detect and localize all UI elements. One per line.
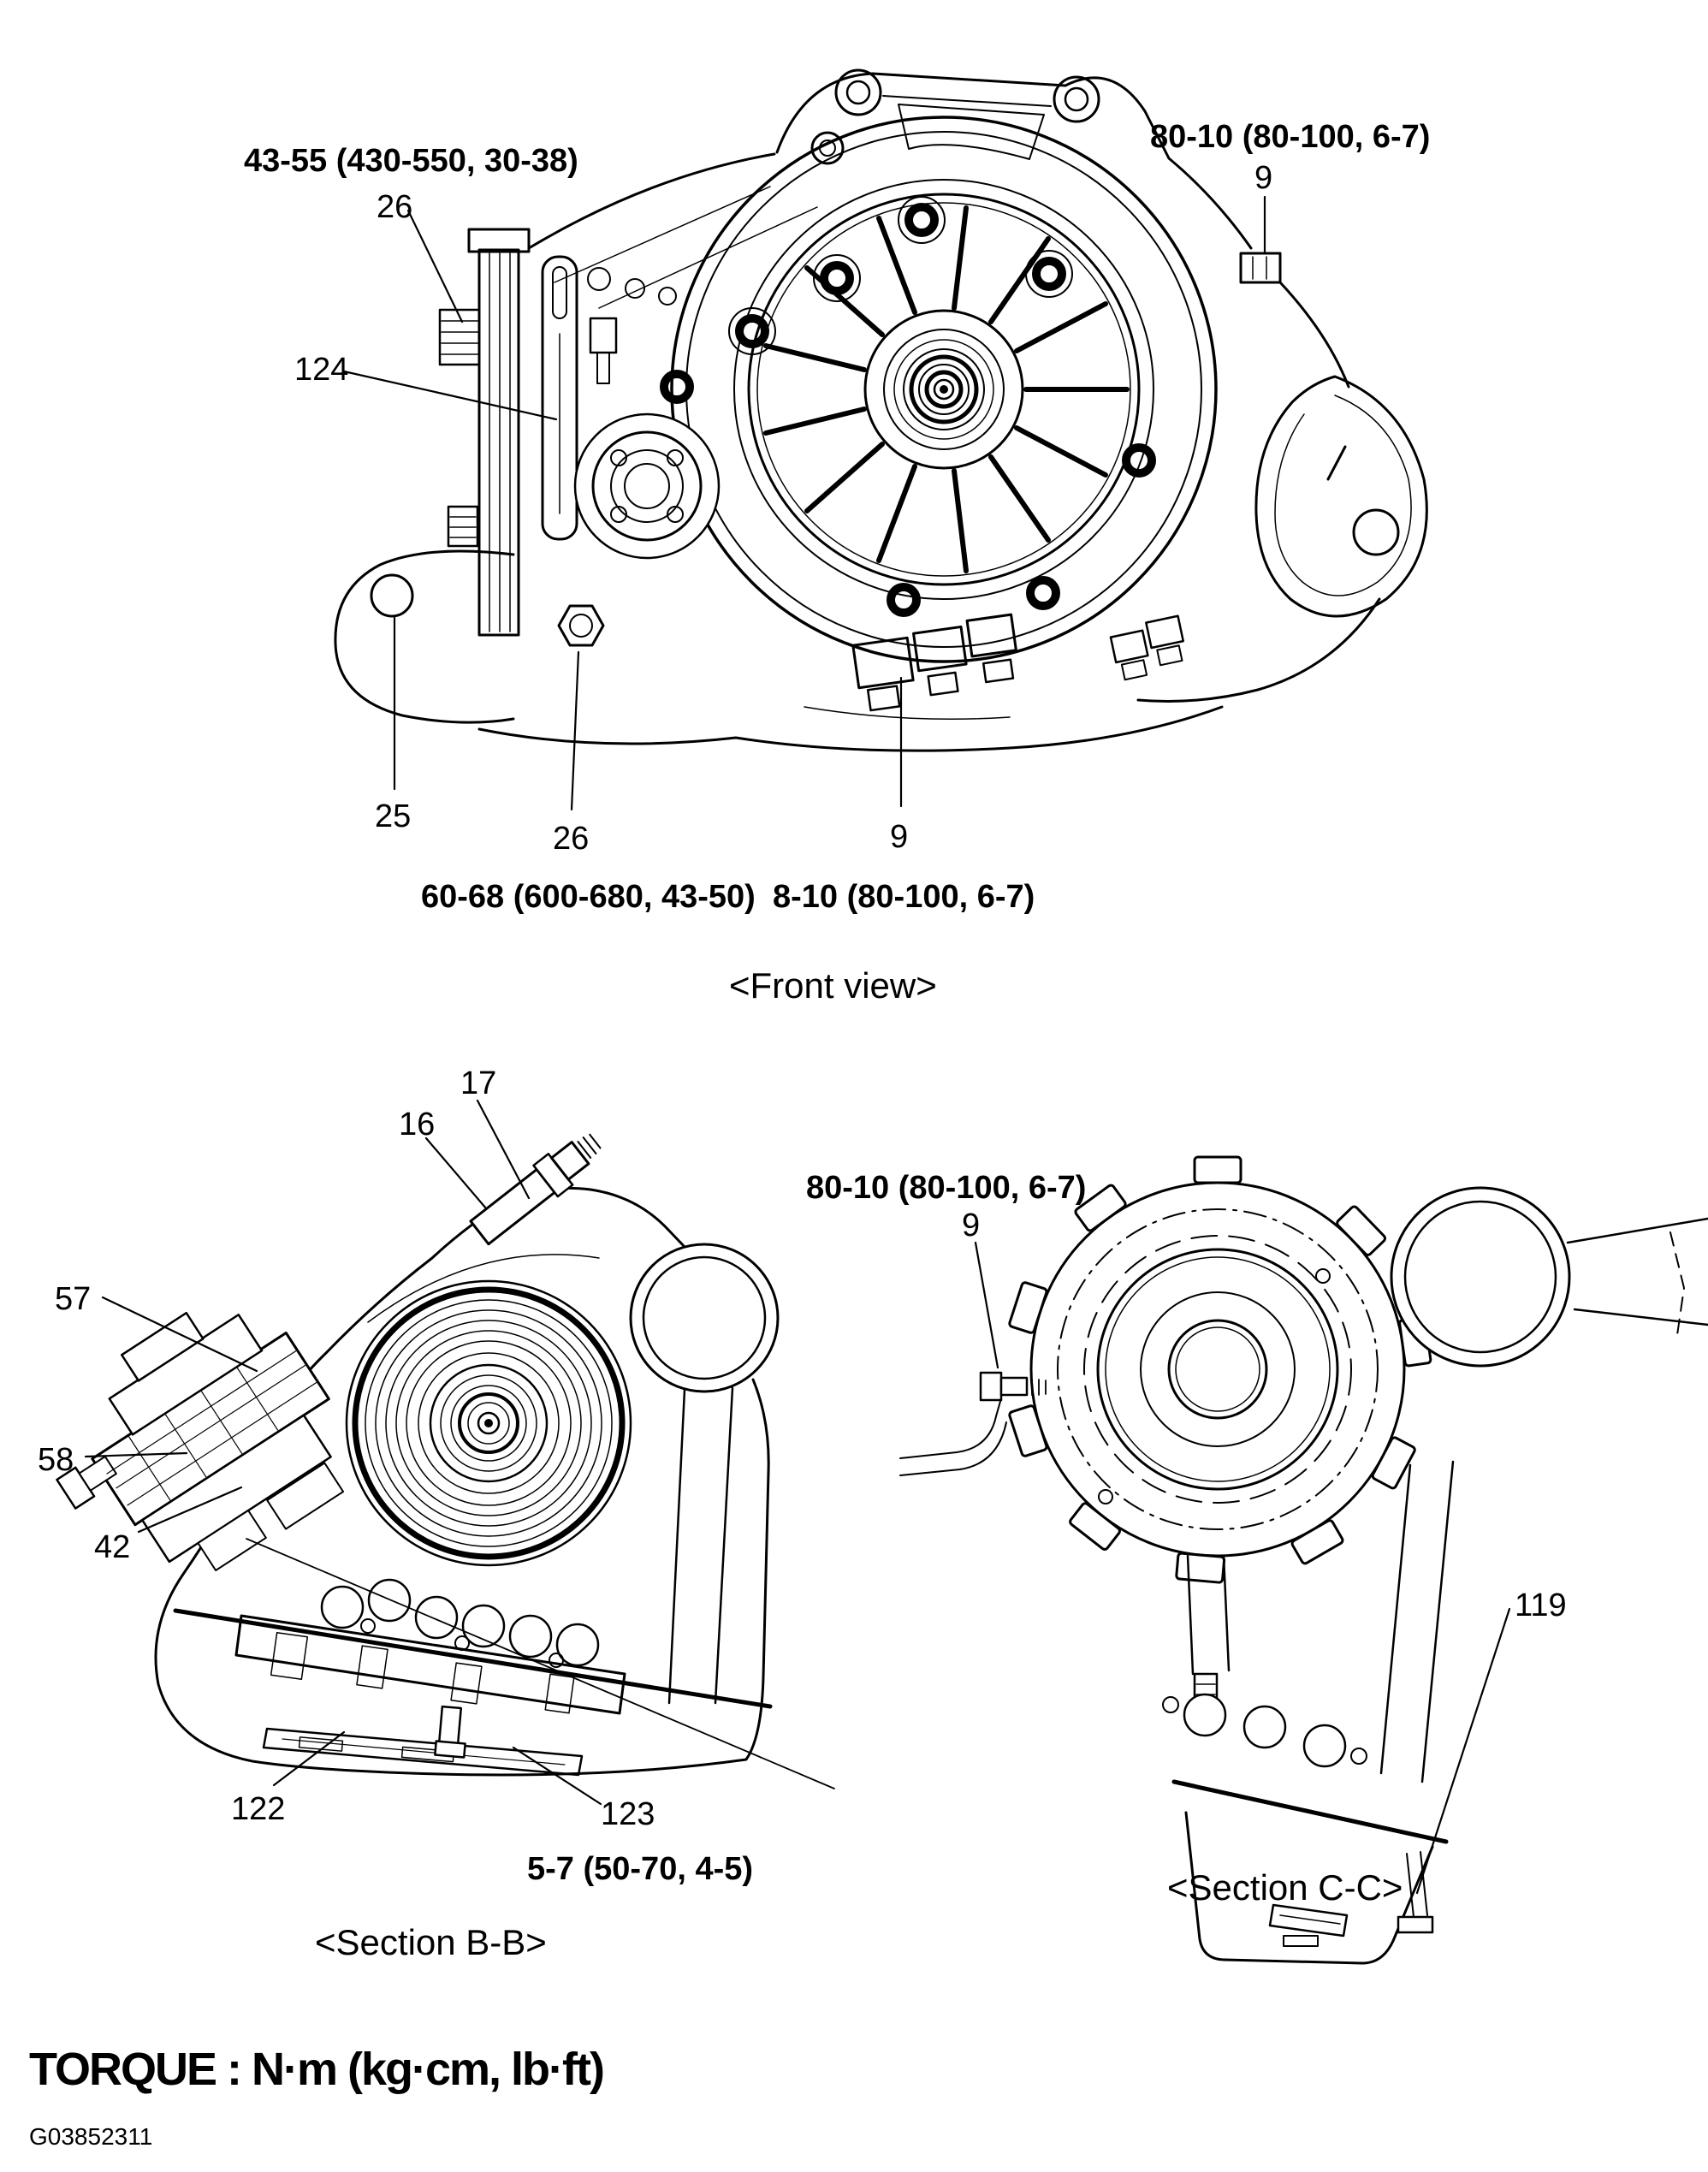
- ref-number-124: 124: [294, 352, 348, 388]
- ref-number-42: 42: [94, 1529, 130, 1565]
- ref-number-9-top: 9: [1254, 160, 1272, 196]
- bell-housing: [670, 116, 1218, 663]
- ref-number-119: 119: [1515, 1587, 1567, 1623]
- foot-hole-25: [370, 573, 414, 618]
- axle-ring: [1390, 1186, 1708, 1368]
- ref-number-17: 17: [460, 1065, 496, 1101]
- torque-callout-cc-bolt: 80-10 (80-100, 6-7): [806, 1170, 1086, 1206]
- torque-units-note: TORQUE : N·m (kg·cm, lb·ft): [29, 2044, 603, 2095]
- damper-rod: [541, 255, 578, 541]
- ref-number-58: 58: [38, 1442, 74, 1478]
- ref-number-9-cc: 9: [962, 1208, 980, 1243]
- section-cc-drawing: [899, 1155, 1708, 1965]
- valve-body-bb: [234, 1578, 626, 1715]
- converter-hub: [863, 309, 1024, 470]
- top-mount-bridge: [775, 68, 1171, 165]
- flange-bolt-icons: [660, 196, 1156, 617]
- case-bottom-line: [477, 705, 1224, 752]
- torque-converter-spokes: [763, 205, 1130, 573]
- front-view-drawing: [334, 68, 1428, 811]
- torque-callout-mount-bolt: 60-68 (600-680, 43-50): [421, 879, 756, 915]
- mount-stud-26-top-icon: [438, 308, 481, 366]
- front-view-leader-lines: [342, 195, 1266, 811]
- ref-number-26-top: 26: [377, 189, 412, 225]
- bolt-9-top-icon: [1239, 252, 1282, 284]
- section-line: [246, 1538, 835, 1789]
- bottom-fittings: [851, 613, 1017, 712]
- case-foot: [334, 549, 515, 724]
- ref-number-9-bottom: 9: [890, 819, 908, 855]
- ref-number-123: 123: [601, 1796, 655, 1832]
- view-caption-front: <Front view>: [729, 965, 937, 1006]
- bolt-9-cc-icon: [979, 1371, 1003, 1402]
- bearing-boss: [573, 412, 721, 560]
- housing-tabs: [1008, 1155, 1432, 1584]
- pan-bolt-123-icon: [437, 1705, 463, 1746]
- case-bottom-inner-line: [804, 706, 1011, 721]
- torque-callout-case-bolt-bottom: 8-10 (80-100, 6-7): [773, 879, 1035, 915]
- converter-drum-section: [345, 1279, 632, 1567]
- stud-119-icon: [1406, 1853, 1414, 1918]
- section-cc-leader-lines: [974, 1241, 1511, 1895]
- mount-bracket-ear: [1136, 375, 1428, 703]
- splash-ring: [629, 1243, 780, 1705]
- ref-number-16: 16: [399, 1107, 435, 1142]
- housing-circle: [1008, 1155, 1432, 1584]
- case-right-edge: [1167, 157, 1350, 389]
- hex-bolt-26-bottom-icon: [557, 604, 605, 647]
- ref-number-57: 57: [55, 1281, 91, 1317]
- left-mount-bracket: [334, 152, 818, 724]
- ref-number-122: 122: [231, 1791, 285, 1827]
- union-bolt-16-17: [469, 1133, 602, 1246]
- section-bb-drawing: [56, 1099, 835, 1806]
- view-caption-section-cc: <Section C-C>: [1167, 1867, 1403, 1908]
- case-bolt-9-cc: [899, 1371, 1047, 1476]
- oil-pan-bb: [262, 1705, 584, 1777]
- valve-body-cc: [1162, 1693, 1449, 1844]
- bottom-fittings-right: [1109, 614, 1184, 681]
- ref-number-26-bottom: 26: [553, 821, 589, 857]
- torque-callout-pan-bolt: 5-7 (50-70, 4-5): [527, 1851, 753, 1887]
- ref-number-25: 25: [375, 798, 411, 834]
- oil-pan-cc: [1184, 1811, 1434, 1965]
- torque-callout-case-bolt-top: 80-10 (80-100, 6-7): [1150, 119, 1430, 155]
- view-caption-section-bb: <Section B-B>: [315, 1922, 547, 1962]
- figure-code: G03852311: [29, 2123, 152, 2150]
- manual-valve-rod: [173, 1608, 773, 1709]
- torque-callout-bracket-bolts: 43-55 (430-550, 30-38): [244, 143, 578, 179]
- section-bb-leader-lines: [84, 1099, 602, 1806]
